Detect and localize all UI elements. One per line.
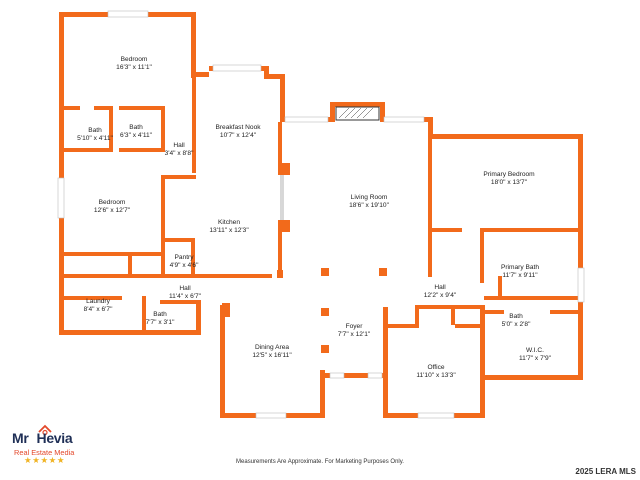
star-rating: ★★★★★ [24,456,66,466]
room-dimensions: 4'9" x 4'6" [169,262,199,269]
disclaimer-text: Measurements Are Approximate. For Market… [236,459,404,465]
room-dimensions: 3'4" x 8'8" [164,150,194,157]
room-name: Bath [88,127,102,134]
house-roof-icon [38,424,52,436]
room-dimensions: 5'10" x 4'11" [77,135,113,142]
room-label-bedroom-w: Bedroom 12'6" x 12'7" [94,199,130,215]
brand-name-part-1: Mr [12,430,29,446]
room-label-kitchen: Kitchen 13'11" x 12'3" [209,219,248,235]
room-dimensions: 18'0" x 13'7" [490,179,528,186]
room-name: Hall [173,142,185,149]
room-dimensions: 12'2" x 9'4" [423,292,457,299]
room-name: Laundry [86,298,110,305]
room-dimensions: 12'6" x 12'7" [93,207,131,214]
room-dimensions: 6'3" x 4'11" [119,132,153,139]
copyright-text: 2025 LERA MLS [575,467,636,476]
fireplace [335,106,380,121]
room-label-pantry: Pantry 4'9" x 4'6" [170,254,199,270]
room-label-primary-bedroom: Primary Bedroom 18'0" x 13'7" [483,171,534,187]
room-name: Foyer [345,323,363,330]
room-dimensions: 13'11" x 12'3" [209,227,249,234]
room-label-bath-a: Bath 5'10" x 4'11" [77,127,113,143]
room-name: Primary Bath [500,264,540,271]
room-dimensions: 11'10" x 13'3" [416,372,456,379]
room-dimensions: 18'6" x 19'10" [349,202,389,209]
room-name: Breakfast Nook [215,124,261,131]
room-name: W.I.C. [526,347,544,354]
room-dimensions: 8'4" x 6'7" [83,306,113,313]
brand-name-part-2: Hevia [36,430,73,446]
room-dimensions: 16'3" x 11'1" [116,64,152,71]
room-name: Hall [434,284,446,291]
room-label-foyer: Foyer 7'7" x 12'1" [338,323,371,339]
room-dimensions: 7'7" x 3'1" [145,319,175,326]
room-name: Bath [509,313,523,320]
room-label-bedroom-nw: Bedroom 16'3" x 11'1" [116,56,152,72]
room-name: Living Room [350,194,388,201]
room-label-wic: W.I.C. 11'7" x 7'9" [519,347,551,363]
room-label-dining-area: Dining Area 12'5" x 16'11" [252,344,291,360]
room-name: Kitchen [218,219,240,226]
room-dimensions: 7'7" x 12'1" [337,331,371,338]
room-label-living-room: Living Room 18'6" x 19'10" [349,194,389,210]
room-name: Bath [153,311,167,318]
interior-walls [64,78,578,353]
room-dimensions: 11'7" x 7'9" [518,355,552,362]
brand-name: Mr Hevia [12,430,73,446]
windows [57,10,585,419]
room-dimensions: 11'7" x 9'11" [502,272,538,279]
room-label-hall-mid: Hall 11'4" x 6'7" [169,285,201,301]
room-dimensions: 12'5" x 16'11" [252,352,292,359]
room-dimensions: 11'4" x 6'7" [168,293,202,300]
room-name: Pantry [174,254,194,261]
brand-logo: Mr Hevia Real Estate Media ★★★★★ [12,424,102,468]
room-name: Bath [129,124,143,131]
room-label-hall-north: Hall 3'4" x 8'8" [165,142,194,158]
room-label-hall-east: Hall 12'2" x 9'4" [424,284,457,300]
room-label-bath-b: Bath 6'3" x 4'11" [120,124,152,140]
room-label-primary-bath: Primary Bath 11'7" x 9'11" [501,264,539,280]
room-name: Bedroom [120,56,148,63]
room-label-bath-c: Bath 7'7" x 3'1" [146,311,175,327]
brand-subtitle: Real Estate Media [14,448,75,457]
room-label-breakfast-nook: Breakfast Nook 10'7" x 12'4" [215,124,260,140]
room-name: Primary Bedroom [483,171,535,178]
room-name: Hall [179,285,191,292]
room-label-office: Office 11'10" x 13'3" [416,364,455,380]
room-name: Dining Area [254,344,290,351]
room-name: Office [427,364,445,371]
exterior-walls [59,12,583,418]
room-dimensions: 5'0" x 2'8" [501,321,531,328]
sliding-door [280,175,284,220]
room-label-bath-d: Bath 5'0" x 2'8" [502,313,531,329]
room-dimensions: 10'7" x 12'4" [219,132,257,139]
room-label-laundry: Laundry 8'4" x 6'7" [84,298,113,314]
room-name: Bedroom [98,199,126,206]
